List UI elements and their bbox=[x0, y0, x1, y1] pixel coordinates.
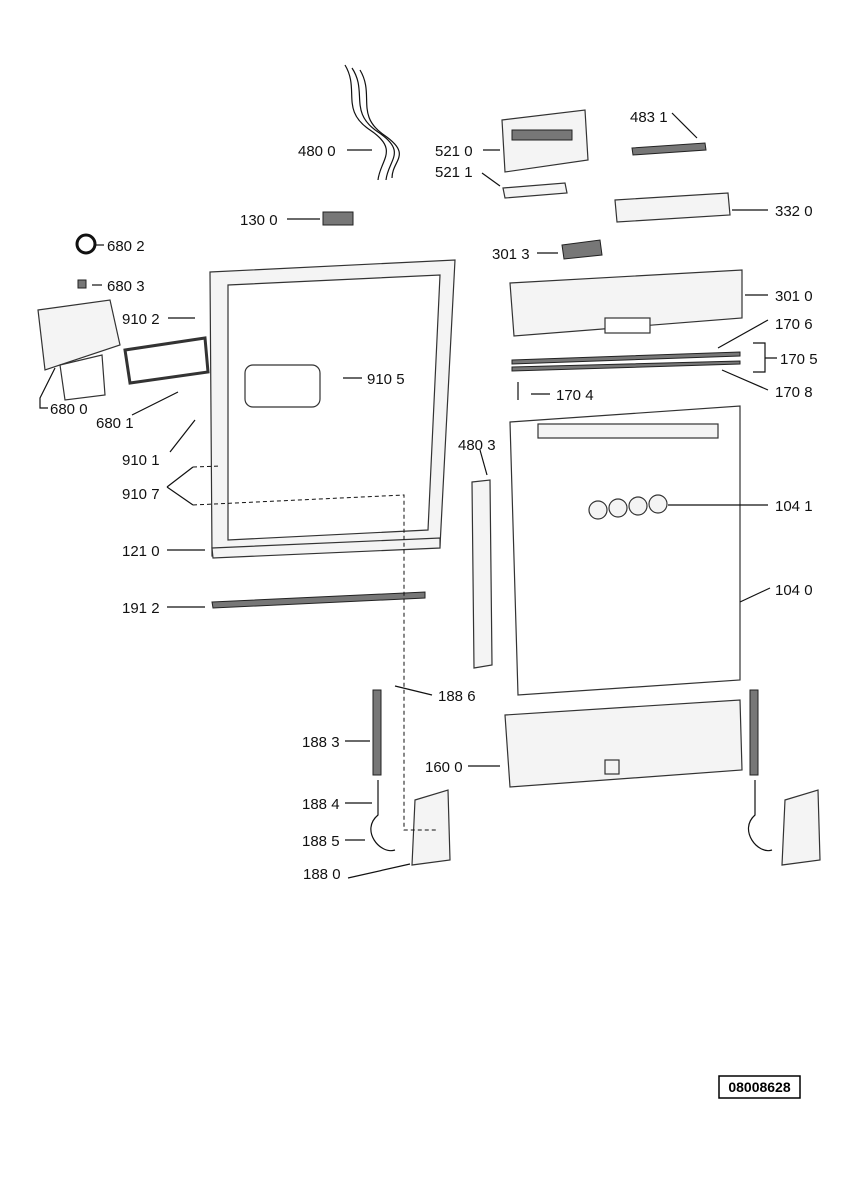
label-191-2: 191 2 bbox=[122, 600, 160, 617]
hinge-spring-right bbox=[748, 689, 821, 866]
label-910-1: 910 1 bbox=[122, 452, 160, 469]
label-188-0: 188 0 bbox=[303, 866, 341, 883]
label-680-1: 680 1 bbox=[96, 415, 134, 432]
label-170-6: 170 6 bbox=[775, 316, 813, 333]
label-332-0: 332 0 bbox=[775, 203, 813, 220]
label-188-3: 188 3 bbox=[302, 734, 340, 751]
label-301-0: 301 0 bbox=[775, 288, 813, 305]
part-680-3 bbox=[77, 279, 87, 289]
bottom-panel-160-0 bbox=[504, 699, 743, 788]
label-480-0: 480 0 bbox=[298, 143, 336, 160]
electronic-board-521-0 bbox=[501, 109, 589, 173]
trim-strips-170-5 bbox=[511, 351, 741, 372]
label-170-4: 170 4 bbox=[556, 387, 594, 404]
guide-line bbox=[192, 494, 438, 831]
label-170-5: 170 5 bbox=[780, 351, 818, 368]
drawing-code-box: 08008628 bbox=[718, 1075, 801, 1099]
label-910-5: 910 5 bbox=[367, 371, 405, 388]
hinge-spring-left bbox=[370, 689, 451, 866]
inner-door-panel-121-0 bbox=[209, 259, 456, 559]
door-seal-191-2 bbox=[211, 591, 426, 609]
label-910-7: 910 7 bbox=[122, 486, 160, 503]
label-104-0: 104 0 bbox=[775, 582, 813, 599]
label-521-1: 521 1 bbox=[435, 164, 473, 181]
switch-130-0 bbox=[322, 211, 354, 226]
label-301-3: 301 3 bbox=[492, 246, 530, 263]
drawing-code: 08008628 bbox=[728, 1079, 791, 1095]
ribbon-cable-483-1 bbox=[631, 142, 707, 156]
control-board-332-0 bbox=[614, 192, 731, 223]
label-160-0: 160 0 bbox=[425, 759, 463, 776]
leader-lines bbox=[39, 112, 777, 879]
board-holder-521-1 bbox=[502, 182, 568, 199]
label-680-0: 680 0 bbox=[50, 401, 88, 418]
control-panel-301-0 bbox=[509, 269, 743, 337]
wire-harness-480-0 bbox=[344, 64, 400, 181]
sensor-strip-480-3 bbox=[471, 479, 493, 669]
label-170-8: 170 8 bbox=[775, 384, 813, 401]
dispenser-gasket-680-1 bbox=[123, 336, 210, 385]
label-910-2: 910 2 bbox=[122, 311, 160, 328]
guide-line-2 bbox=[192, 465, 221, 468]
outer-door-panel-104-0 bbox=[509, 405, 741, 696]
buttons-301-3 bbox=[561, 239, 603, 260]
label-121-0: 121 0 bbox=[122, 543, 160, 560]
gasket-ring-680-2 bbox=[75, 233, 97, 255]
label-680-3: 680 3 bbox=[107, 278, 145, 295]
label-104-1: 104 1 bbox=[775, 498, 813, 515]
label-483-1: 483 1 bbox=[630, 109, 668, 126]
label-480-3: 480 3 bbox=[458, 437, 496, 454]
label-680-2: 680 2 bbox=[107, 238, 145, 255]
label-188-4: 188 4 bbox=[302, 796, 340, 813]
label-130-0: 130 0 bbox=[240, 212, 278, 229]
dispenser-680-0 bbox=[37, 299, 121, 401]
label-188-5: 188 5 bbox=[302, 833, 340, 850]
label-188-6: 188 6 bbox=[438, 688, 476, 705]
label-521-0: 521 0 bbox=[435, 143, 473, 160]
